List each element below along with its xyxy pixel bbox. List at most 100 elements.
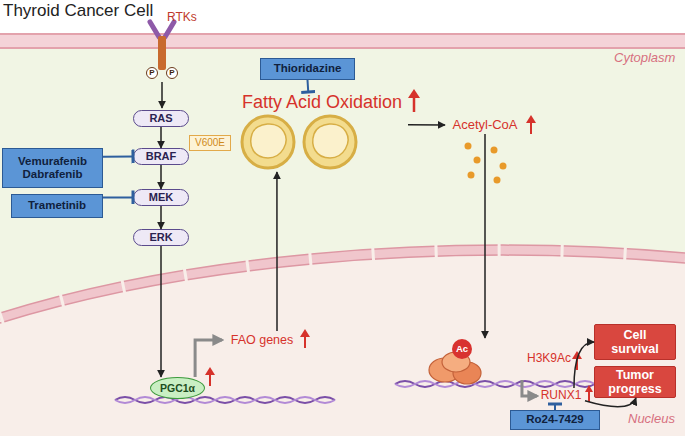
node-text: Vemurafenib Dabrafenib [7, 155, 98, 181]
receptor-arm [150, 22, 159, 37]
membrane-edge [0, 47, 685, 49]
compartment-label: Cytoplasm [614, 50, 675, 65]
inhibitor-box: Trametinib [11, 194, 103, 218]
nuclear-pore [0, 250, 685, 318]
node-text: Acetyl-CoA [452, 118, 517, 133]
pathway-arrow [160, 165, 162, 189]
node-text: Tumor progress [605, 368, 665, 397]
inhibition-line [307, 80, 310, 92]
up-arrow [304, 336, 306, 348]
pathway-arrow [408, 124, 445, 126]
up-arrow [576, 358, 578, 370]
acetyl-dot [494, 177, 501, 184]
inhibition-line [103, 156, 133, 158]
up-arrow-head [526, 115, 536, 123]
receptor-arm [165, 22, 174, 37]
node-text: RUNX1 [541, 389, 582, 403]
membrane-edge [0, 33, 685, 35]
phospho-site: P [166, 67, 178, 79]
plasma-membrane [0, 34, 685, 48]
compartment-label: Nucleus [628, 411, 675, 426]
node-text: P [149, 68, 154, 77]
node-text: Trametinib [28, 199, 86, 212]
acetyl-dot [474, 157, 481, 164]
kinase-node: ERK [133, 229, 189, 246]
dna-helix [115, 397, 335, 403]
pathway-arrow [484, 134, 486, 338]
node-text: Ac [456, 344, 468, 355]
dna-strand [115, 381, 595, 403]
up-arrow [588, 391, 590, 402]
mitochondrion [304, 116, 356, 168]
acetyl-dot [465, 143, 472, 150]
mitochondria [242, 116, 356, 168]
inhibitor-box: Ro24-7429 [510, 410, 600, 430]
figure-title: Thyroid Cancer Cell [3, 1, 153, 21]
node-text: BRAF [146, 150, 177, 163]
up-arrow [209, 374, 211, 386]
metabolite-node: Acetyl-CoA [445, 116, 525, 134]
up-arrow-head [572, 351, 582, 359]
node-text: H3K9Ac [527, 352, 571, 366]
node-text: P [169, 68, 174, 77]
nuclear-envelope-edge [0, 245, 685, 313]
pathway-arrow [585, 398, 636, 407]
dna-helix [395, 381, 595, 387]
acetyl-dot [500, 163, 507, 170]
dna-helix [395, 381, 595, 387]
mitochondrion-matrix [313, 124, 348, 158]
receptor-label: RTKs [167, 10, 197, 24]
nuclear-envelope-edge [0, 255, 685, 323]
node-text: V600E [195, 137, 225, 149]
inhibitor-box: Thioridazine [260, 58, 355, 80]
pathway-arrow [276, 172, 278, 331]
kinase-node: RAS [133, 110, 189, 127]
receptor-tyrosine-kinase [150, 22, 174, 70]
outcome-box: Cell survival [594, 324, 676, 360]
pathway-arrow [160, 127, 162, 148]
mitochondrion-matrix [251, 124, 286, 158]
dna-helix [115, 397, 335, 403]
receptor-body [158, 36, 166, 70]
outcome-box: Tumor progress [594, 366, 676, 398]
pathway-arrow [574, 342, 594, 388]
up-arrow [413, 97, 416, 112]
acetyl-coa-dots [465, 143, 507, 184]
node-text: MEK [149, 191, 173, 204]
kinase-node: BRAF [133, 148, 189, 165]
up-arrow-head [205, 367, 215, 375]
histone-mark-node: H3K9Ac Ac [428, 338, 573, 380]
acetyl-circle: Ac [452, 339, 472, 359]
up-arrow-head [408, 89, 420, 98]
kinase-node: MEK [133, 189, 189, 206]
node-text: Thioridazine [274, 62, 342, 75]
inhibitor-box: Vemurafenib Dabrafenib [2, 148, 103, 188]
node-text: ERK [149, 231, 172, 244]
up-arrow [530, 122, 532, 134]
transcription-arrow [195, 340, 222, 377]
node-text: FAO genes [231, 333, 294, 347]
up-arrow-head [300, 329, 310, 337]
nucleus-fill [0, 250, 685, 436]
gene-node: RUNX1 [537, 388, 585, 404]
node-text: Ro24-7429 [526, 413, 584, 426]
acetyl-dot [468, 172, 475, 179]
transcription-arrow [522, 380, 537, 396]
node-text: Fatty Acid Oxidation [242, 92, 402, 113]
acetyl-dot [491, 147, 498, 154]
inhibition-line [103, 197, 133, 199]
gene-node: FAO genes [222, 331, 302, 349]
up-arrow-head [585, 385, 593, 392]
coactivator-oval: PGC1α [150, 377, 205, 399]
pathway-arrow [160, 246, 162, 377]
nuclear-envelope [0, 250, 685, 318]
up-regulation-arrows [205, 89, 593, 402]
pathway-arrow [160, 206, 162, 229]
node-text: Cell survival [605, 328, 665, 357]
node-text: PGC1α [160, 382, 195, 394]
node-text: RAS [149, 112, 172, 125]
phospho-site: P [146, 67, 158, 79]
extracellular-space [0, 0, 685, 34]
